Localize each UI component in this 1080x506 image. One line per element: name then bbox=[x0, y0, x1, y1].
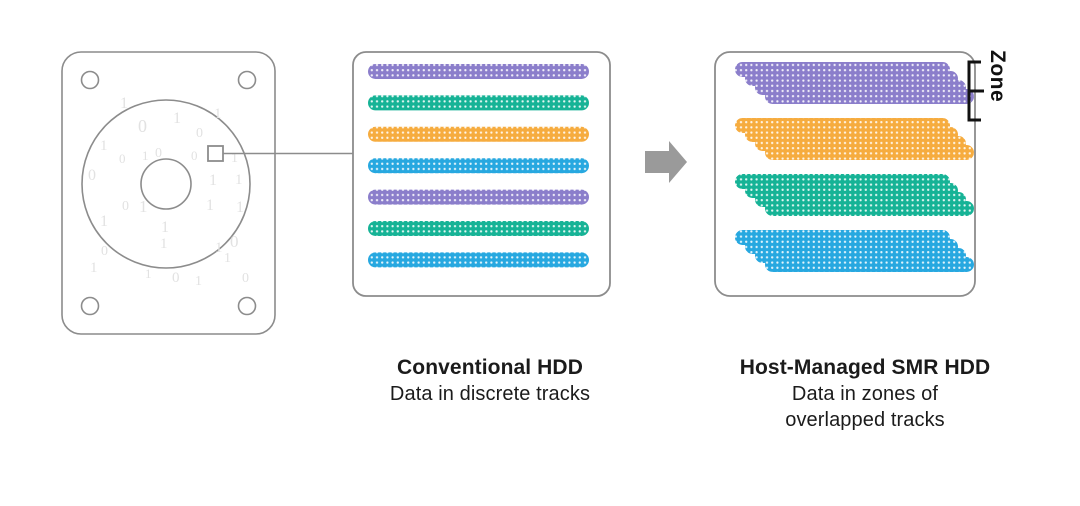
binary-digit: 0 bbox=[88, 167, 96, 184]
conventional-caption: Conventional HDD Data in discrete tracks bbox=[320, 355, 660, 407]
binary-digit: 1 bbox=[145, 266, 152, 281]
conventional-caption-title: Conventional HDD bbox=[397, 356, 583, 379]
binary-digit: 1 bbox=[235, 172, 243, 188]
binary-digit: 1 bbox=[206, 197, 214, 214]
smr-zone-group bbox=[735, 62, 974, 272]
binary-digit: 1 bbox=[120, 95, 128, 112]
smr-caption-subtitle-line2: overlapped tracks bbox=[785, 409, 945, 431]
binary-digit: 0 bbox=[230, 232, 239, 251]
binary-digit: 0 bbox=[172, 270, 180, 286]
binary-digit: 1 bbox=[195, 274, 202, 289]
track-zoom-marker bbox=[207, 145, 224, 162]
conventional-hdd-panel bbox=[352, 51, 611, 297]
smr-caption-subtitle-line1: Data in zones of bbox=[791, 383, 939, 405]
binary-digit: 0 bbox=[155, 146, 162, 161]
overlapped-data-track bbox=[765, 201, 974, 216]
binary-digit: 1 bbox=[100, 213, 108, 230]
binary-digit: 1 bbox=[161, 219, 169, 236]
binary-digit: 0 bbox=[138, 116, 147, 136]
binary-digit: 0 bbox=[242, 271, 249, 286]
binary-digit: 1 bbox=[100, 138, 108, 154]
binary-digit: 1 bbox=[224, 251, 231, 266]
data-track bbox=[368, 158, 589, 174]
right-arrow-icon bbox=[645, 141, 687, 183]
conventional-caption-subtitle: Data in discrete tracks bbox=[389, 383, 591, 405]
smr-caption-title: Host-Managed SMR HDD bbox=[739, 356, 991, 379]
zone-bracket bbox=[967, 60, 984, 122]
screw-hole-bottom-right bbox=[237, 296, 257, 316]
binary-digit: 1 bbox=[214, 106, 222, 122]
screw-hole-top-right bbox=[237, 70, 257, 90]
data-track bbox=[368, 189, 589, 205]
data-track bbox=[368, 95, 589, 111]
screw-hole-top-left bbox=[80, 70, 100, 90]
smr-caption: Host-Managed SMR HDD Data in zones of ov… bbox=[650, 355, 1080, 433]
binary-digit: 1 bbox=[236, 199, 244, 216]
data-track bbox=[368, 64, 589, 79]
binary-digit: 1 bbox=[139, 197, 148, 216]
overlapped-data-track bbox=[765, 145, 974, 160]
smr-hdd-panel bbox=[714, 51, 976, 297]
zone-label: Zone bbox=[986, 50, 1009, 103]
data-track bbox=[368, 252, 589, 268]
data-track bbox=[368, 221, 589, 236]
binary-digit: 1 bbox=[173, 110, 181, 127]
binary-digit: 1 bbox=[215, 240, 223, 256]
data-track bbox=[368, 126, 589, 142]
binary-digit: 1 bbox=[142, 148, 149, 163]
binary-digit: 1 bbox=[231, 151, 238, 166]
screw-hole-bottom-left bbox=[80, 296, 100, 316]
overlapped-data-track bbox=[765, 257, 974, 272]
binary-digit: 1 bbox=[90, 260, 98, 276]
binary-digit: 1 bbox=[209, 172, 217, 189]
spindle-hole bbox=[140, 158, 192, 210]
binary-digit: 1 bbox=[160, 236, 168, 252]
binary-digit: 0 bbox=[196, 126, 203, 141]
conventional-track-group bbox=[368, 64, 589, 268]
overlapped-data-track bbox=[765, 89, 974, 104]
hard-disk-drive: 1011010100101100111111010111010 bbox=[61, 51, 353, 335]
binary-digit: 0 bbox=[122, 199, 129, 214]
binary-digit: 0 bbox=[191, 148, 198, 163]
binary-digit: 0 bbox=[119, 151, 126, 166]
binary-digit: 0 bbox=[101, 244, 108, 259]
